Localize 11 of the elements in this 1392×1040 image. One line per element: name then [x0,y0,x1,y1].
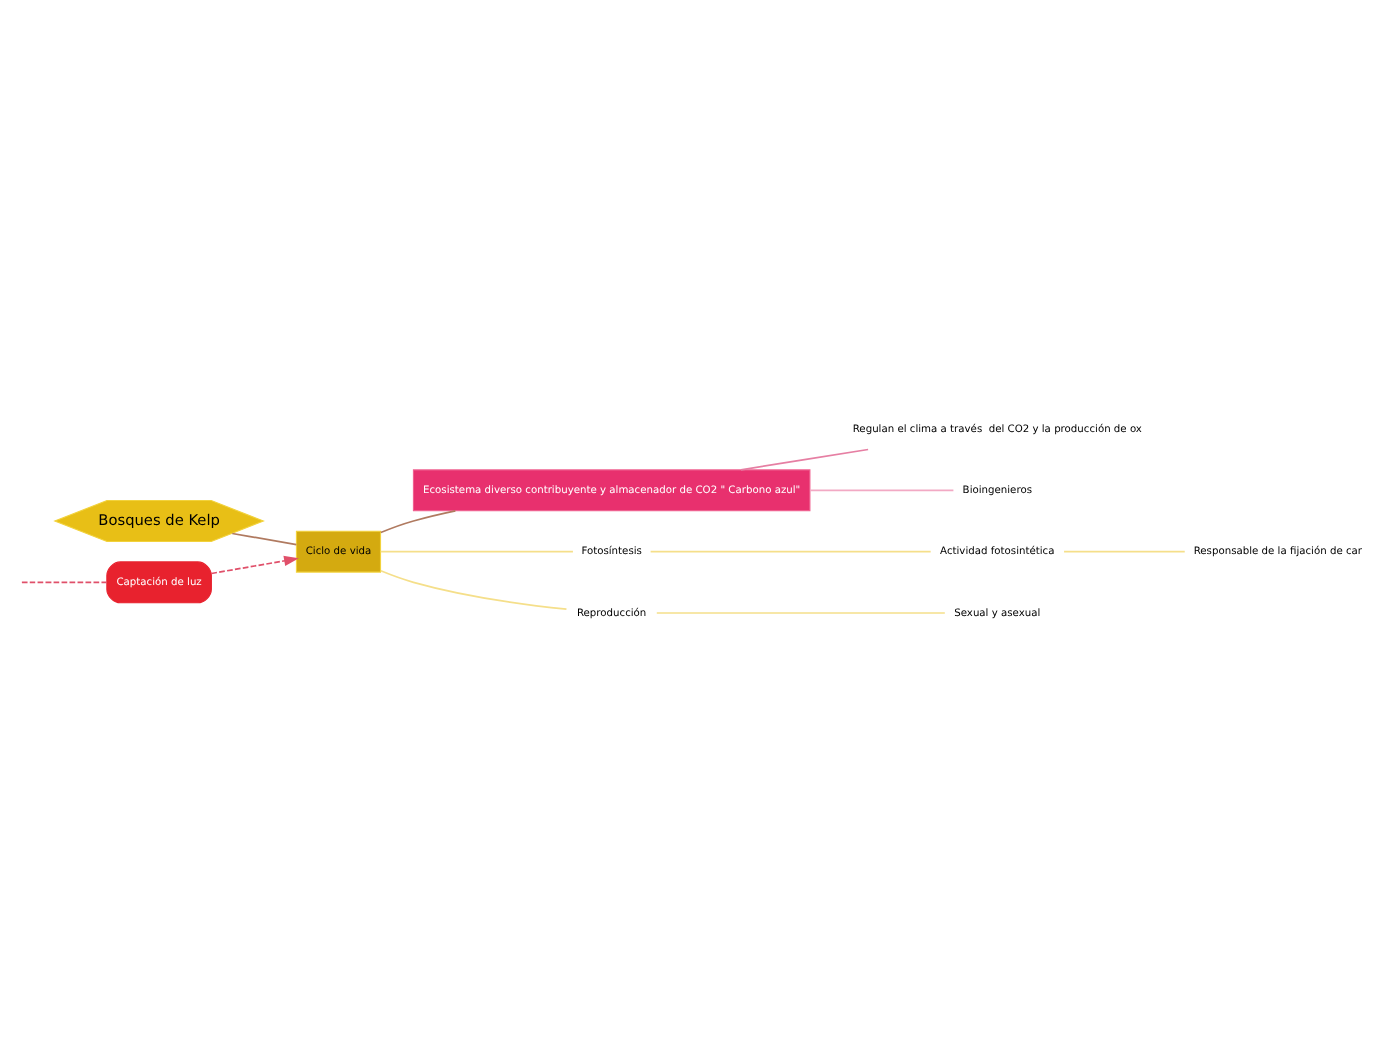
connector [21,580,108,583]
connector [379,549,574,552]
connector [379,509,457,533]
connector [231,531,298,545]
connector [809,488,955,491]
connector [1063,549,1186,552]
arrow [210,554,299,574]
connector [740,447,869,470]
connector [379,568,568,610]
connector [649,549,932,552]
connector [655,611,946,613]
